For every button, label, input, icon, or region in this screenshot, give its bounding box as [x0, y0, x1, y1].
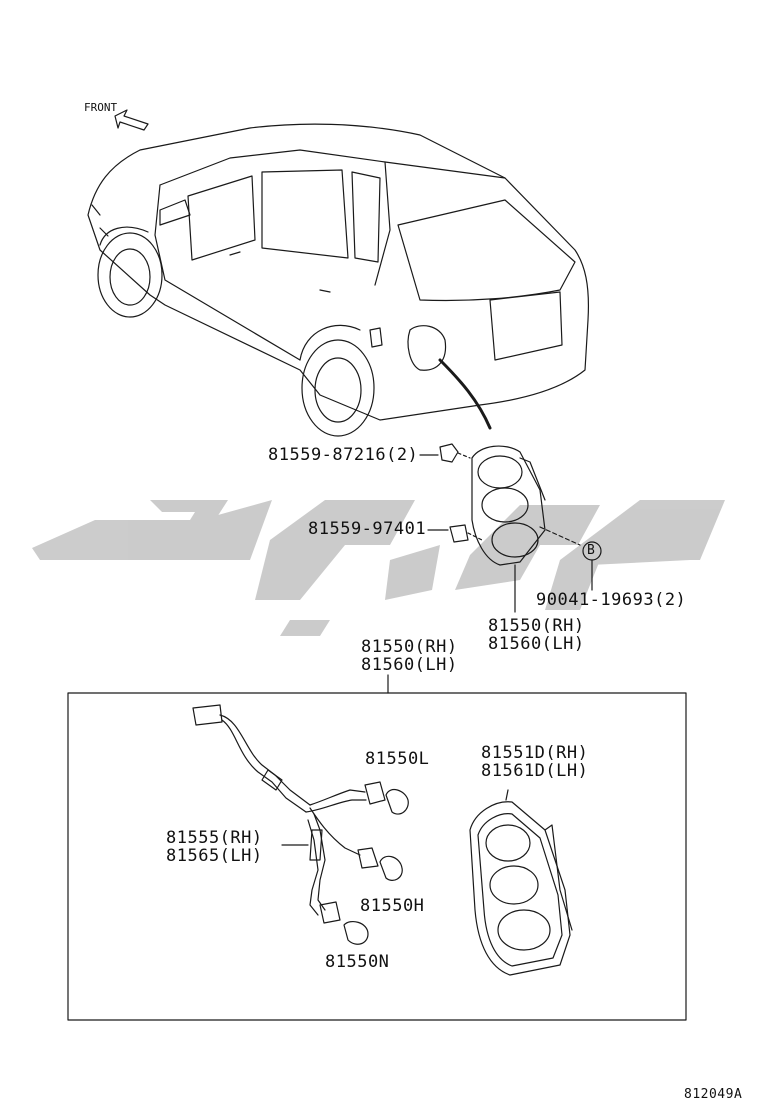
- bulb-h-icon: [379, 855, 403, 881]
- wire-harness: [219, 714, 311, 806]
- tail-lamp-body: [469, 789, 573, 976]
- body-lh-part-number: 81561D(LH): [481, 761, 589, 781]
- socket-l: [364, 781, 386, 805]
- body-rh-part-number: 81551D(RH): [481, 743, 589, 763]
- cover-part: [449, 524, 469, 543]
- bulb-l-part-number: 81550L: [365, 749, 430, 769]
- lamp-rh-part-number: 81550(RH): [488, 616, 585, 636]
- bulb-l-icon: [385, 788, 409, 815]
- drawing-number: 812049A: [684, 1087, 743, 1102]
- socket-h: [357, 847, 379, 869]
- watermark-logo: [32, 500, 725, 636]
- detail-box: [67, 692, 687, 1021]
- connector-part: [192, 704, 223, 726]
- reference-b-label: B: [587, 543, 596, 558]
- assy-rh-part-number: 81550(RH): [361, 637, 458, 657]
- wire-rh-part-number: 81555(RH): [166, 828, 263, 848]
- assy-lh-part-number: 81560(LH): [361, 655, 458, 675]
- leader-car-lamp: [438, 358, 492, 430]
- clip-part: [439, 443, 459, 463]
- socket-n: [319, 901, 341, 924]
- front-label: FRONT: [84, 101, 118, 114]
- clip-part-number: 81559-87216(2): [268, 445, 419, 465]
- wire-lh-part-number: 81565(LH): [166, 846, 263, 866]
- lamp-lh-part-number: 81560(LH): [488, 634, 585, 654]
- bulb-n-part-number: 81550N: [325, 952, 390, 972]
- screw-part-number: 90041-19693(2): [536, 590, 687, 610]
- vehicle-outline: [87, 123, 590, 437]
- bulb-h-part-number: 81550H: [360, 896, 425, 916]
- bulb-n-icon: [343, 921, 369, 945]
- front-arrow-icon: [114, 109, 149, 131]
- cover-part-number: 81559-97401: [308, 519, 427, 539]
- tail-lamp-top: [471, 445, 546, 566]
